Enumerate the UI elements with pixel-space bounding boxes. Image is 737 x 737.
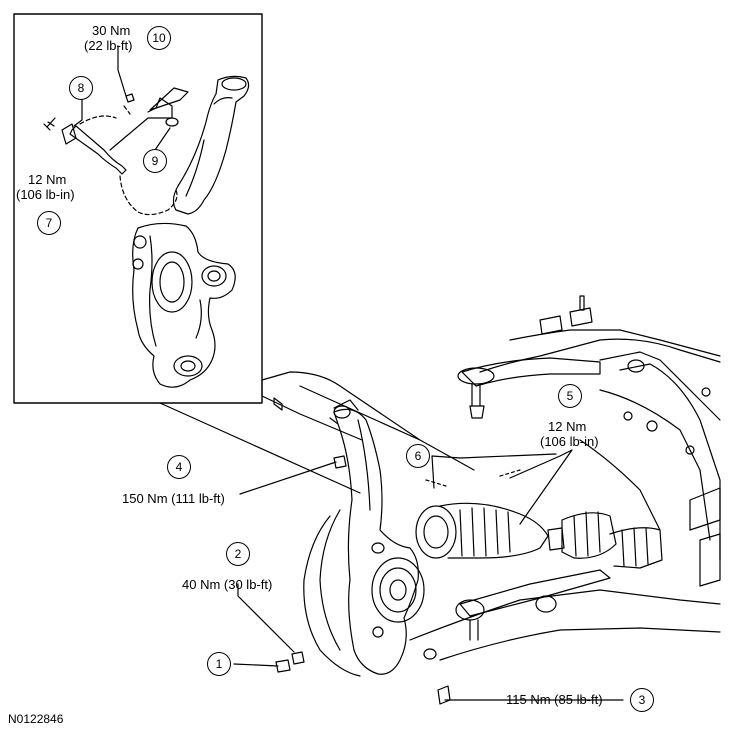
torque-label-7-imp: (106 lb-in) (16, 187, 75, 202)
leader-1 (233, 663, 279, 667)
callout-7: 7 (37, 211, 61, 235)
hub-bearing (371, 557, 425, 623)
torque-label-7-nm: 12 Nm (28, 172, 67, 187)
figure-id: N0122846 (8, 712, 64, 726)
torque-label-3: 115 Nm (85 lb-ft) (506, 692, 603, 707)
main-frame (261, 371, 475, 471)
torque-label-5-imp: (106 lb-in) (540, 434, 599, 449)
callout-1: 1 (207, 652, 231, 676)
callout-5: 5 (558, 384, 582, 408)
callout-6: 6 (406, 444, 430, 468)
lower-control-arm (409, 589, 721, 641)
inset-harness (69, 125, 127, 175)
callout-4: 4 (167, 455, 191, 479)
torque-label-10-nm: 30 Nm (92, 23, 131, 38)
leader-4 (239, 461, 337, 495)
main-knuckle (333, 408, 419, 675)
cv-joint (415, 505, 457, 559)
callout-10: 10 (147, 26, 171, 50)
leader-6 (431, 453, 557, 489)
upper-control-arm (461, 357, 601, 387)
halfshaft-boot-inner (561, 512, 617, 559)
inset-knuckle-body (132, 222, 236, 388)
brake-rotor (303, 515, 361, 677)
callout-9: 9 (143, 149, 167, 173)
inset-knuckle-arm (172, 75, 250, 215)
leader-2 (237, 583, 295, 653)
inset-connector (159, 402, 361, 494)
leader-5 (509, 449, 573, 525)
inset-frame (13, 13, 263, 404)
torque-label-5-nm: 12 Nm (548, 419, 587, 434)
callout-3: 3 (630, 688, 654, 712)
callout-8: 8 (69, 76, 93, 100)
torque-label-10-imp: (22 lb-ft) (84, 38, 133, 53)
torque-label-4: 150 Nm (111 lb-ft) (122, 491, 225, 506)
callout-2: 2 (226, 542, 250, 566)
torque-label-2: 40 Nm (30 lb-ft) (182, 577, 273, 592)
tie-rod (459, 569, 611, 617)
